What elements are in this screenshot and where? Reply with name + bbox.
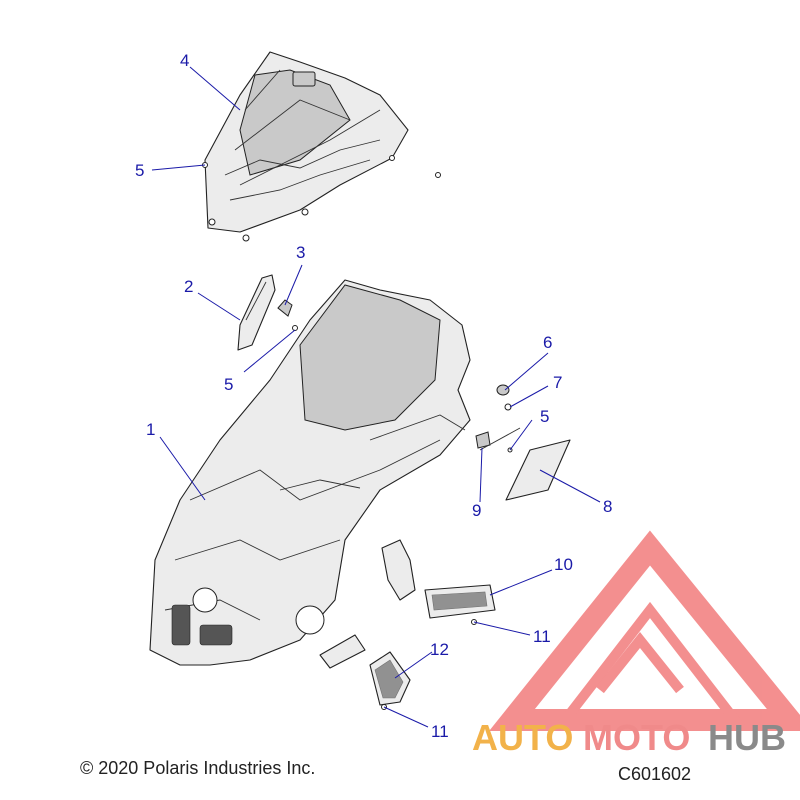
watermark-word-moto: MOTO: [583, 717, 690, 758]
callout-2: 2: [184, 277, 193, 296]
copyright-notice: © 2020 Polaris Industries Inc.: [80, 758, 316, 778]
clip-part-9: [475, 427, 521, 451]
callout-11-upper: 11: [533, 627, 551, 646]
callout-6: 6: [543, 333, 552, 352]
watermark-text: AUTO MOTO HUB: [472, 717, 786, 758]
vent-grille-part-12: [319, 634, 411, 710]
side-panel-part-2: [237, 274, 276, 351]
vent-grille-part-10: [381, 539, 496, 625]
knob-part-6: [496, 384, 510, 396]
upper-cowl-part-4: [202, 51, 441, 242]
watermark-logo: [489, 530, 800, 731]
callout-10: 10: [554, 555, 573, 574]
main-hood-part-1: [149, 279, 471, 666]
callout-5-right: 5: [540, 407, 549, 426]
callout-12: 12: [430, 640, 449, 659]
callout-9: 9: [472, 501, 481, 520]
callout-5-upper: 5: [135, 161, 144, 180]
callout-3: 3: [296, 243, 305, 262]
watermark-word-auto: AUTO: [472, 717, 573, 758]
watermark-word-hub: HUB: [708, 717, 786, 758]
callout-7: 7: [553, 373, 562, 392]
callout-5-left: 5: [224, 375, 233, 394]
callout-11-lower: 11: [431, 722, 449, 741]
callout-labels: 4 5 2 3 5 1 6 7 5 8 9 10 11 12 11: [135, 51, 612, 741]
callout-8: 8: [603, 497, 612, 516]
callout-4: 4: [180, 51, 189, 70]
leader-lines: [151, 66, 601, 728]
callout-1: 1: [146, 420, 155, 439]
clip-part-3: [277, 299, 298, 331]
diagram-part-number: C601602: [618, 764, 692, 784]
side-panel-part-8: [505, 439, 571, 501]
